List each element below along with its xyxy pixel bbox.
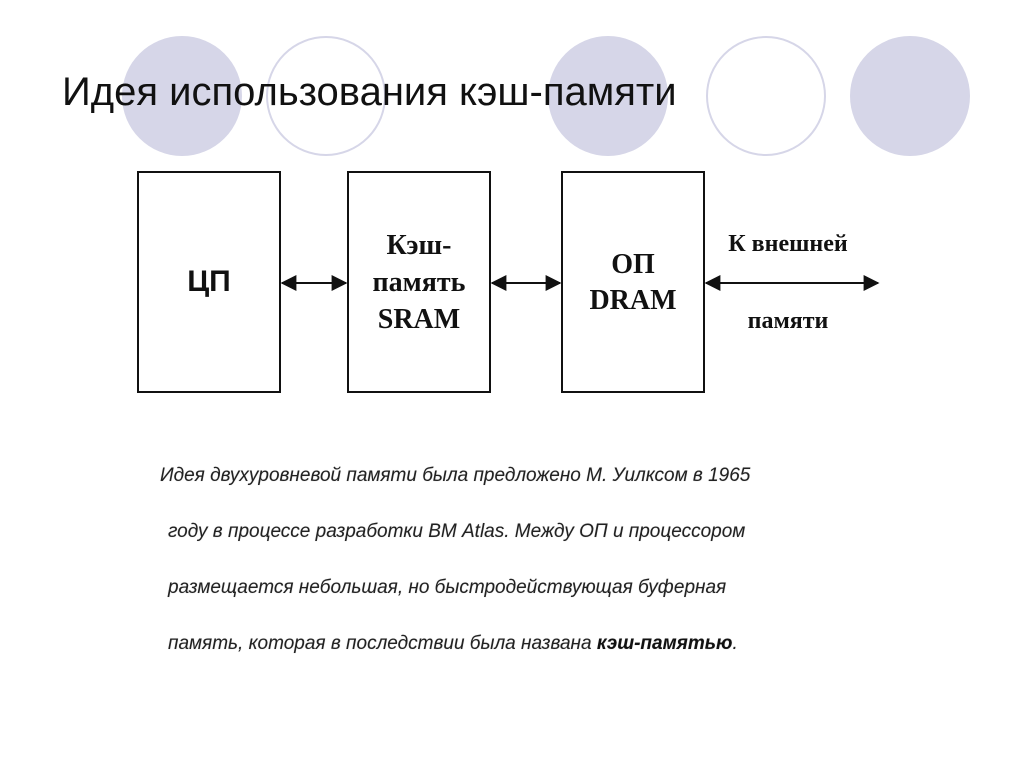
ram-block <box>561 171 705 393</box>
decor-circle-3 <box>548 36 668 156</box>
cache-memory-term: кэш-памятью <box>596 633 733 654</box>
ram-label-line2: DRAM <box>589 285 676 316</box>
description-paragraph: Идея двухуровневой памяти была предложен… <box>160 448 920 672</box>
cache-label-line2: память <box>373 267 466 298</box>
paragraph-line-3: размещается небольшая, но быстродействую… <box>168 577 727 598</box>
decor-circle-5 <box>850 36 970 156</box>
cpu-block <box>137 171 281 393</box>
cache-label-line3: SRAM <box>378 304 460 335</box>
paragraph-line-2: году в процессе разработки ВМ Atlas. Меж… <box>168 521 746 542</box>
slide-title: Идея использования кэш-памяти <box>62 70 677 114</box>
paragraph-line-4-text: память, которая в последствии была назва… <box>168 633 597 654</box>
decor-circle-4 <box>706 36 826 156</box>
cache-label-line1: Кэш- <box>387 230 452 261</box>
paragraph-line-1: Идея двухуровневой памяти была предложен… <box>160 465 751 486</box>
decor-circle-2 <box>266 36 386 156</box>
paragraph-line-4: память, которая в последствии была назва… <box>160 616 920 672</box>
ram-label-line1: ОП <box>611 249 655 280</box>
decor-circle-1 <box>122 36 242 156</box>
cache-block <box>347 171 491 393</box>
paragraph-line-4-end: . <box>732 633 738 654</box>
cpu-label: ЦП <box>187 265 230 298</box>
external-label-line1: К внешней <box>728 231 848 257</box>
external-label-line2: памяти <box>748 308 829 334</box>
